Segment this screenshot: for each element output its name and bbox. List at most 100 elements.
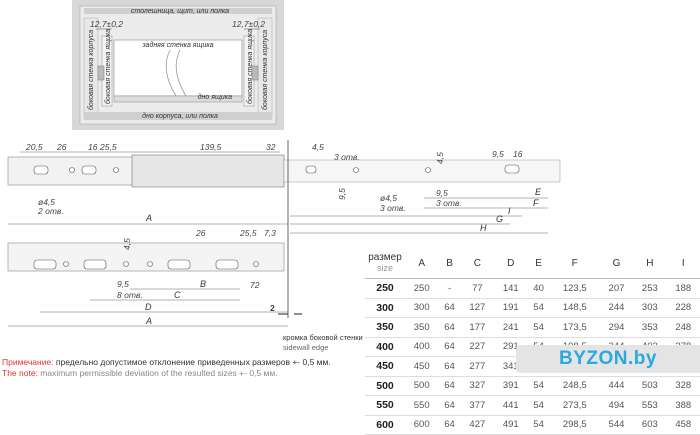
table-cell: 64	[438, 356, 461, 377]
table-cell: 177	[460, 317, 495, 338]
table-cell: 491	[494, 415, 528, 435]
dim-lower-2: 2	[270, 303, 275, 313]
label-box-left: боковая стенка ящика	[104, 29, 112, 104]
table-cell: 327	[460, 376, 495, 396]
note-en-text: maximum permissible deviation of the res…	[37, 368, 278, 378]
row-size: 400	[365, 337, 405, 357]
table-cell: 54	[527, 317, 550, 338]
table-cell: 64	[438, 317, 461, 338]
table-cell: 148,5	[549, 298, 600, 318]
dim-139-5: 139,5	[200, 142, 222, 152]
letter-I: I	[508, 206, 511, 216]
dim-25-5: 25,5	[99, 142, 117, 152]
dim-16-b: 16	[513, 149, 523, 159]
row-size: 250	[365, 278, 405, 299]
table-header-row: размер size A B C D E F G H I	[365, 248, 700, 279]
table-cell: 500	[405, 376, 439, 396]
letter-A-lower: A	[145, 316, 152, 326]
dim-9-5-b: 9,5	[337, 188, 347, 200]
table-cell: 188	[666, 278, 700, 299]
row-size: 300	[365, 298, 405, 318]
edge-caption: кромка боковой стенки sidewall edge	[283, 333, 363, 353]
letter-G: G	[496, 214, 503, 224]
table-cell: 141	[494, 278, 528, 299]
table-cell: 77	[460, 278, 495, 299]
row-size: 550	[365, 395, 405, 416]
table-cell: 494	[599, 395, 634, 416]
table-cell: 450	[405, 356, 439, 377]
table-cell: 123,5	[549, 278, 600, 299]
header-size: размер size	[365, 248, 405, 279]
letter-F: F	[533, 198, 539, 208]
table-cell: 227	[460, 337, 495, 357]
table-cell: 377	[460, 395, 495, 416]
cross-section-panel: столешница, щит, или полка боковая стенк…	[72, 0, 284, 130]
header-col-c: C	[460, 248, 495, 279]
table-cell: 603	[633, 415, 667, 435]
table-cell: 54	[527, 298, 550, 318]
table-cell: 600	[405, 415, 439, 435]
upper-rail-drawing: 20,5 26 16 25,5 139,5 32 4,5 3 отв. 4,5 …	[7, 140, 561, 318]
table-cell: 391	[494, 376, 528, 396]
label-side-left: боковая стенка корпуса	[87, 30, 95, 110]
hole-note-2: ø4,5	[380, 193, 397, 203]
table-cell: 64	[438, 415, 461, 435]
header-col-h: H	[633, 248, 667, 279]
dim-lower-26: 26	[195, 228, 206, 238]
edge-caption-ru: кромка боковой стенки	[283, 333, 363, 342]
letter-D: D	[145, 302, 152, 312]
label-back-wall: задняя стенка ящика	[141, 41, 213, 49]
table-cell: 353	[633, 317, 667, 338]
table-cell: 277	[460, 356, 495, 377]
header-size-ru: размер	[368, 252, 402, 263]
label-base: дно корпуса, или полка	[142, 112, 218, 120]
table-cell: 503	[633, 376, 667, 396]
header-col-e: E	[527, 248, 550, 279]
table-cell: 388	[666, 395, 700, 416]
note-ru-text: предельно допустимое отклонение приведен…	[53, 357, 331, 367]
table-cell: 544	[599, 415, 634, 435]
dim-9-5-c: 9,5	[436, 188, 448, 198]
letter-C: C	[174, 290, 181, 300]
table-cell: 550	[405, 395, 439, 416]
table-cell: 54	[527, 395, 550, 416]
dim-20-5: 20,5	[25, 142, 43, 152]
dim-26: 26	[56, 142, 67, 152]
table-cell: 54	[527, 415, 550, 435]
table-cell: 441	[494, 395, 528, 416]
table-cell: 253	[633, 278, 667, 299]
table-cell: 64	[438, 337, 461, 357]
table-cell: 458	[666, 415, 700, 435]
table-cell: 400	[405, 337, 439, 357]
table-cell: 248	[666, 317, 700, 338]
table-cell: 273,5	[549, 395, 600, 416]
hole-note-1: ø4,5	[38, 197, 55, 207]
letter-H: H	[480, 223, 487, 233]
table-cell: 64	[438, 298, 461, 318]
header-col-d: D	[494, 248, 528, 279]
dim-lower-4-5: 4,5	[122, 238, 132, 250]
row-size: 350	[365, 317, 405, 338]
label-box-right: боковая стенка ящика	[246, 29, 254, 104]
table-cell: 191	[494, 298, 528, 318]
table-cell: 207	[599, 278, 634, 299]
lower-rail-drawing: 4,5 26 25,5 7,3 9,5 8 отв. B 72 C D A 2	[7, 228, 302, 327]
letter-B-lower: B	[200, 279, 206, 289]
technical-drawing: столешница, щит, или полка боковая стенк…	[7, 0, 561, 327]
dim-9-5-a: 9,5	[492, 149, 504, 159]
header-col-f: F	[549, 248, 600, 279]
table-cell: 350	[405, 317, 439, 338]
label-side-right: боковая стенка корпуса	[261, 30, 269, 110]
byzon-watermark: BYZON.by	[516, 345, 700, 373]
hole-note-1-count: 2 отв.	[37, 206, 64, 216]
edge-caption-en: sidewall edge	[283, 343, 329, 352]
table-cell: 54	[527, 376, 550, 396]
table-cell: 328	[666, 376, 700, 396]
header-col-b: B	[438, 248, 461, 279]
count-3otv-b: 3 отв.	[436, 198, 462, 208]
